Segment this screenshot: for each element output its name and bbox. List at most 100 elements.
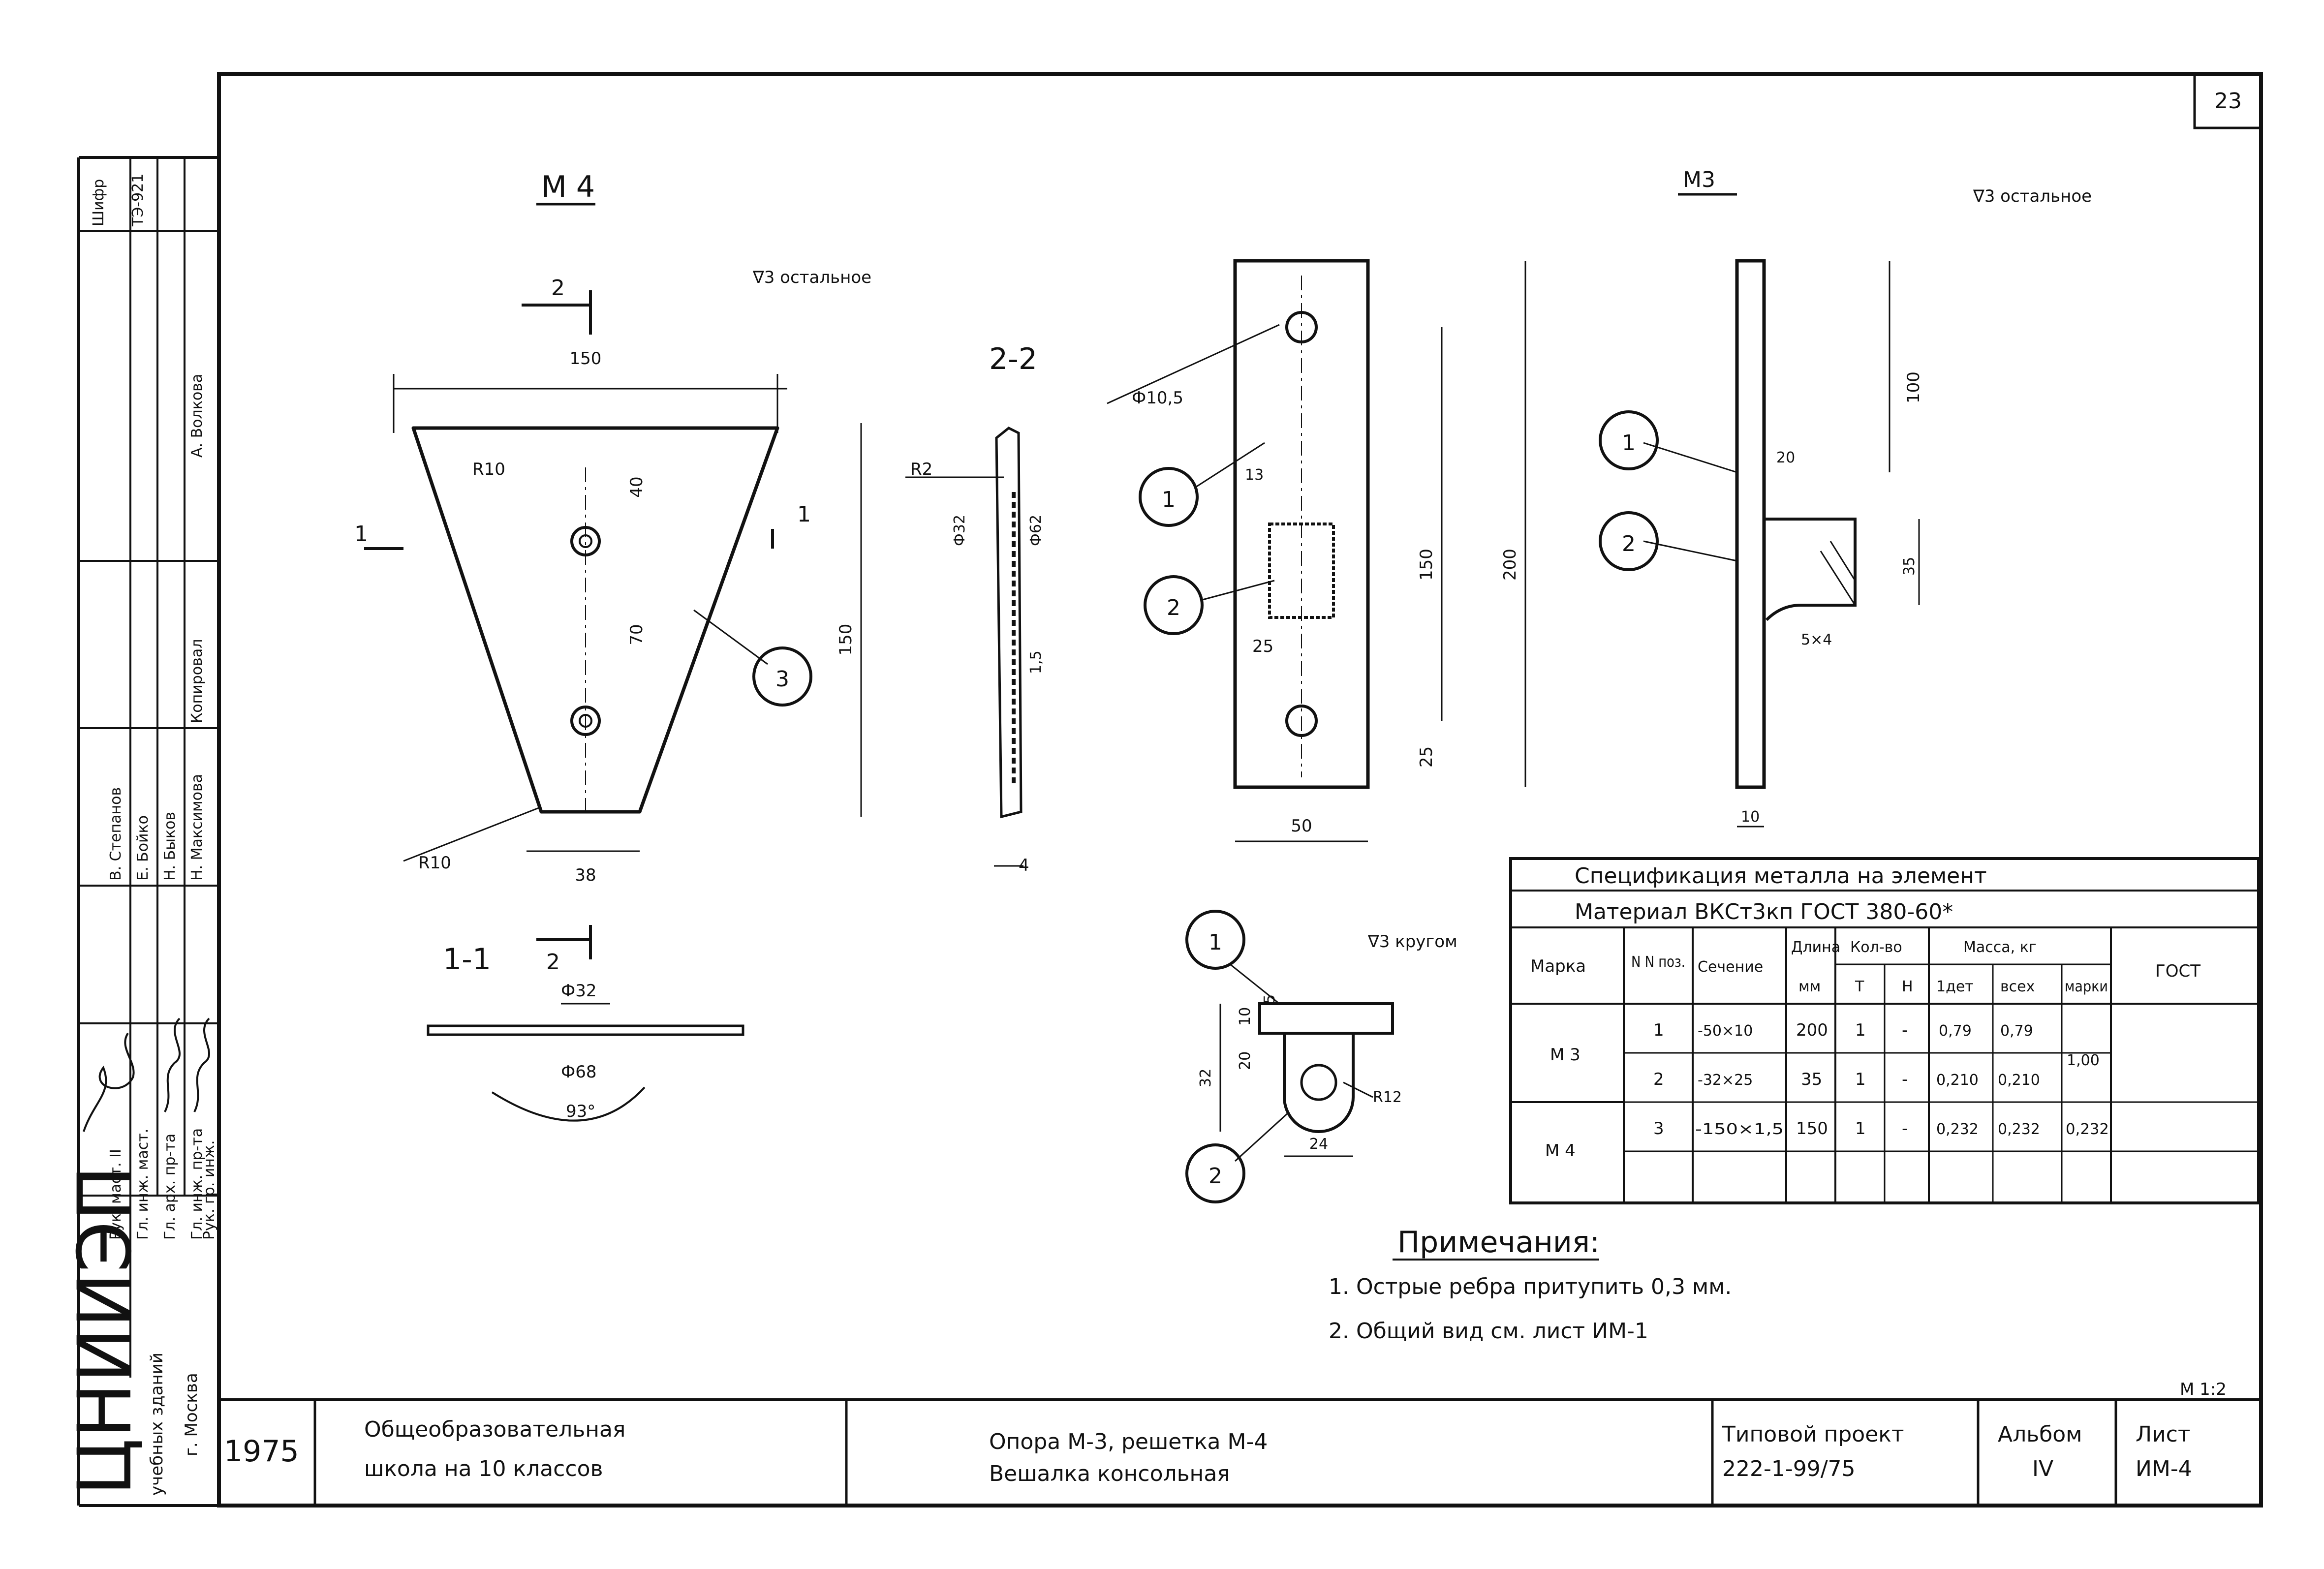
dim-m4-width: 150: [570, 349, 602, 369]
balloon-3-label: 3: [775, 667, 789, 692]
spec-header-qty-n: Н: [1902, 978, 1913, 995]
dim-thk-15: 1,5: [1027, 650, 1045, 674]
tb-name-1: Опора М-3, решетка М-4: [989, 1429, 1268, 1454]
m4-finish-note: ∇3 остальное: [752, 268, 871, 287]
dim-side-5x4: 5×4: [1801, 631, 1832, 648]
spec-header-mass-all: всех: [2000, 978, 2035, 995]
spec-row-2-pos: 2: [1653, 1070, 1664, 1089]
org-logo-text: ЦНИИЭП: [62, 1166, 148, 1496]
m3-finish-note: ∇3 остальное: [1973, 186, 2092, 206]
m3-side-view: М3 ∇3 остальное 100 20 35 5×4 10 1 2: [1599, 167, 2092, 828]
dim-det-20: 20: [1237, 1051, 1254, 1070]
balloon-1-front-label: 1: [1162, 487, 1176, 512]
note-1: 1. Острые ребра притупить 0,3 мм.: [1329, 1274, 1732, 1299]
m3-front-view: Ф10,5 13 25 150 200 25 50 1 2: [1107, 259, 1526, 842]
dim-m3-200: 200: [1500, 549, 1520, 581]
stamp-role-5: Рук. гр. инж.: [201, 1140, 218, 1240]
balloon-2-detail: [1185, 1143, 1245, 1203]
spec-row-2-length: 35: [1801, 1070, 1822, 1089]
m3-hole-bottom: [1285, 705, 1318, 737]
m4-plate-outline: [411, 426, 779, 814]
spec-header-pos: N N поз.: [1631, 954, 1685, 971]
section-1-1-strip: [427, 1024, 744, 1036]
sheet-frame: [217, 72, 2263, 1507]
section-1-1-title: 1-1: [443, 942, 491, 977]
spec-header-gost: ГОСТ: [2155, 961, 2200, 981]
spec-row-1-section: -50×10: [1698, 1022, 1753, 1040]
stamp-role-4: Гл. инж. пр-та: [188, 1128, 206, 1240]
dim-s11-d68: Ф68: [561, 1062, 597, 1082]
dim-m3-50: 50: [1291, 816, 1312, 836]
spec-row-3-section: -150×1,5: [1695, 1121, 1784, 1138]
spec-header-length: Длина: [1791, 939, 1840, 956]
spec-row-3-mass-1: 0,232: [1936, 1121, 1979, 1138]
dim-m3-150: 150: [1417, 549, 1436, 581]
spec-table: Спецификация металла на элемент Материал…: [1509, 857, 2260, 1204]
tb-name-2: Вешалка консольная: [989, 1461, 1230, 1486]
balloon-2-side: [1599, 511, 1659, 571]
spec-row-2-section: -32×25: [1698, 1072, 1753, 1089]
detail-hole: [1300, 1064, 1337, 1101]
signature-1: [83, 1032, 135, 1132]
balloon-1-front: [1139, 467, 1199, 527]
dim-s11-angle: 93°: [566, 1102, 595, 1121]
stamp-name-5: Копировал: [188, 639, 206, 723]
section-1-1-angle-arc: [491, 1086, 646, 1122]
spec-row-3-pos: 3: [1653, 1119, 1664, 1138]
section-1-1-view: 1-1 2 Ф32 Ф68 93°: [427, 925, 744, 1122]
tb-project-label: Типовой проект: [1722, 1422, 1904, 1447]
section-1-1-arrow-label: 2: [546, 950, 560, 975]
notes-title: Примечания:: [1397, 1225, 1600, 1260]
signature-2: [164, 1017, 181, 1112]
spec-header-mark: Марка: [1530, 956, 1586, 976]
spec-row-1-mark: М 3: [1550, 1045, 1580, 1065]
tb-album-label: Альбом: [1998, 1422, 2082, 1447]
balloon-1-side: [1599, 410, 1659, 470]
spec-row-1-qty-n: -: [1902, 1020, 1908, 1040]
spec-row-3-qty-t: 1: [1855, 1119, 1866, 1138]
m3-side-plate: [1735, 259, 1766, 789]
dim-det-5: 5: [1261, 994, 1278, 1004]
spec-row-3-qty-n: -: [1902, 1119, 1908, 1138]
spec-header-section: Сечение: [1698, 958, 1763, 976]
notes-block: Примечания: 1. Острые ребра притупить 0,…: [1329, 1225, 1732, 1344]
dim-side-100: 100: [1904, 371, 1923, 403]
spec-row-2-qty-t: 1: [1855, 1070, 1866, 1089]
note-2: 2. Общий вид см. лист ИМ-1: [1329, 1319, 1648, 1344]
page-number: 23: [2214, 89, 2242, 114]
spec-row-1-mass-1: 0,79: [1939, 1022, 1972, 1040]
dim-thk-4: 4: [1019, 856, 1029, 875]
dim-side-20: 20: [1776, 449, 1795, 466]
section-arrow-2-label: 2: [551, 276, 565, 301]
spec-header-qty-t: Т: [1855, 978, 1864, 995]
dim-m4-height: 150: [836, 624, 856, 656]
spec-row-1-mass-all: 0,79: [2000, 1022, 2033, 1040]
tb-object-1: Общеобразовательная: [364, 1417, 625, 1442]
balloon-2-front-label: 2: [1167, 595, 1180, 620]
stamp-name-4: Н. Максимова: [188, 774, 206, 881]
stamp-name-2: Е. Бойко: [134, 815, 152, 881]
m4-title: М 4: [541, 170, 595, 204]
spec-title: Спецификация металла на элемент: [1575, 863, 1987, 889]
dim-det-r12: R12: [1373, 1089, 1402, 1106]
dim-det-10: 10: [1237, 1007, 1254, 1026]
m4-hole-bottom: [570, 706, 601, 736]
spec-row-1-qty-t: 1: [1855, 1020, 1866, 1040]
cipher-value: ТЭ-921: [129, 174, 147, 227]
dim-r10-top: R10: [472, 460, 505, 479]
spec-row-2-mass-1: 0,210: [1936, 1072, 1979, 1089]
balloon-1-side-label: 1: [1622, 431, 1636, 456]
dim-m4-hole-gap: 70: [627, 624, 647, 645]
dim-m4-bottom: 38: [575, 865, 596, 885]
section-mark-left: 1: [354, 522, 368, 547]
spec-header-qty: Кол-во: [1850, 939, 1902, 956]
dim-m3-13: 13: [1245, 466, 1264, 484]
org-subtitle: учебных зданий: [147, 1353, 167, 1496]
section-2-2-view: 2-2 R2 Ф32 Ф62 1,5 4: [905, 342, 1045, 875]
page-number-box: [2193, 72, 2262, 129]
balloon-2-front: [1144, 575, 1204, 635]
tb-album-number: IV: [2032, 1456, 2053, 1481]
dim-r2: R2: [910, 460, 932, 479]
spec-row-1-pos: 1: [1653, 1020, 1664, 1040]
balloon-3: [752, 646, 812, 707]
